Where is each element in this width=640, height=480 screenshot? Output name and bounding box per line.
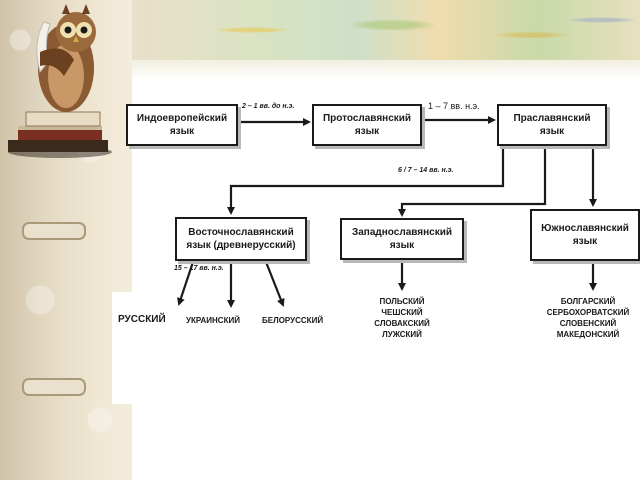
edge-label-pra-split: 6 / 7 – 14 вв. н.э. bbox=[398, 167, 454, 174]
lang-russian: РУССКИЙ bbox=[118, 314, 166, 325]
node-proto-slavic: Протославянский язык bbox=[312, 104, 422, 146]
west-languages-list: ПОЛЬСКИЙ ЧЕШСКИЙ СЛОВАКСКИЙ ЛУЖСКИЙ bbox=[352, 296, 452, 340]
list-item: БОЛГАРСКИЙ bbox=[560, 297, 616, 306]
top-decorative-strip bbox=[132, 0, 640, 60]
arrow-east-to-belarusian bbox=[264, 261, 285, 307]
south-languages-list: БОЛГАРСКИЙ СЕРБОХОРВАТСКИЙ СЛОВЕНСКИЙ МА… bbox=[536, 296, 640, 340]
ribbon-knot-icon bbox=[22, 378, 86, 396]
list-item: СЕРБОХОРВАТСКИЙ bbox=[546, 308, 630, 317]
owl-on-books-icon bbox=[8, 4, 112, 158]
top-strip-fade bbox=[132, 60, 640, 80]
list-item: МАКЕДОНСКИЙ bbox=[556, 330, 620, 339]
list-item: ЧЕШСКИЙ bbox=[381, 308, 423, 317]
node-pra-slavic: Праславянский язык bbox=[497, 104, 607, 146]
content-panel bbox=[112, 292, 202, 404]
arrow-east-to-russian bbox=[177, 261, 195, 306]
list-item: СЛОВЕНСКИЙ bbox=[559, 319, 617, 328]
ribbon-knot-icon bbox=[22, 222, 86, 240]
arrow-pra-to-west bbox=[398, 145, 547, 217]
node-south-slavic: Южнославянский язык bbox=[530, 209, 640, 261]
node-east-slavic: Восточнославянский язык (древнерусский) bbox=[175, 217, 307, 261]
edge-label-indo-proto: 2 – 1 вв. до н.э. bbox=[242, 103, 295, 110]
node-indo-european: Индоевропейский язык bbox=[126, 104, 238, 146]
list-item: ПОЛЬСКИЙ bbox=[379, 297, 425, 306]
list-item: СЛОВАКСКИЙ bbox=[374, 319, 430, 328]
list-item: ЛУЖСКИЙ bbox=[382, 330, 422, 339]
edge-label-east-split: 15 – 17 вв. н.э. bbox=[174, 265, 224, 272]
arrow-pra-to-east bbox=[227, 145, 505, 215]
floral-pattern bbox=[132, 0, 640, 60]
lang-belarusian: БЕЛОРУССКИЙ bbox=[262, 316, 324, 325]
node-west-slavic: Западнославянский язык bbox=[340, 218, 464, 260]
lang-ukrainian: УКРАИНСКИЙ bbox=[186, 316, 240, 325]
edge-label-proto-pra: 1 – 7 вв. н.э. bbox=[428, 101, 480, 111]
